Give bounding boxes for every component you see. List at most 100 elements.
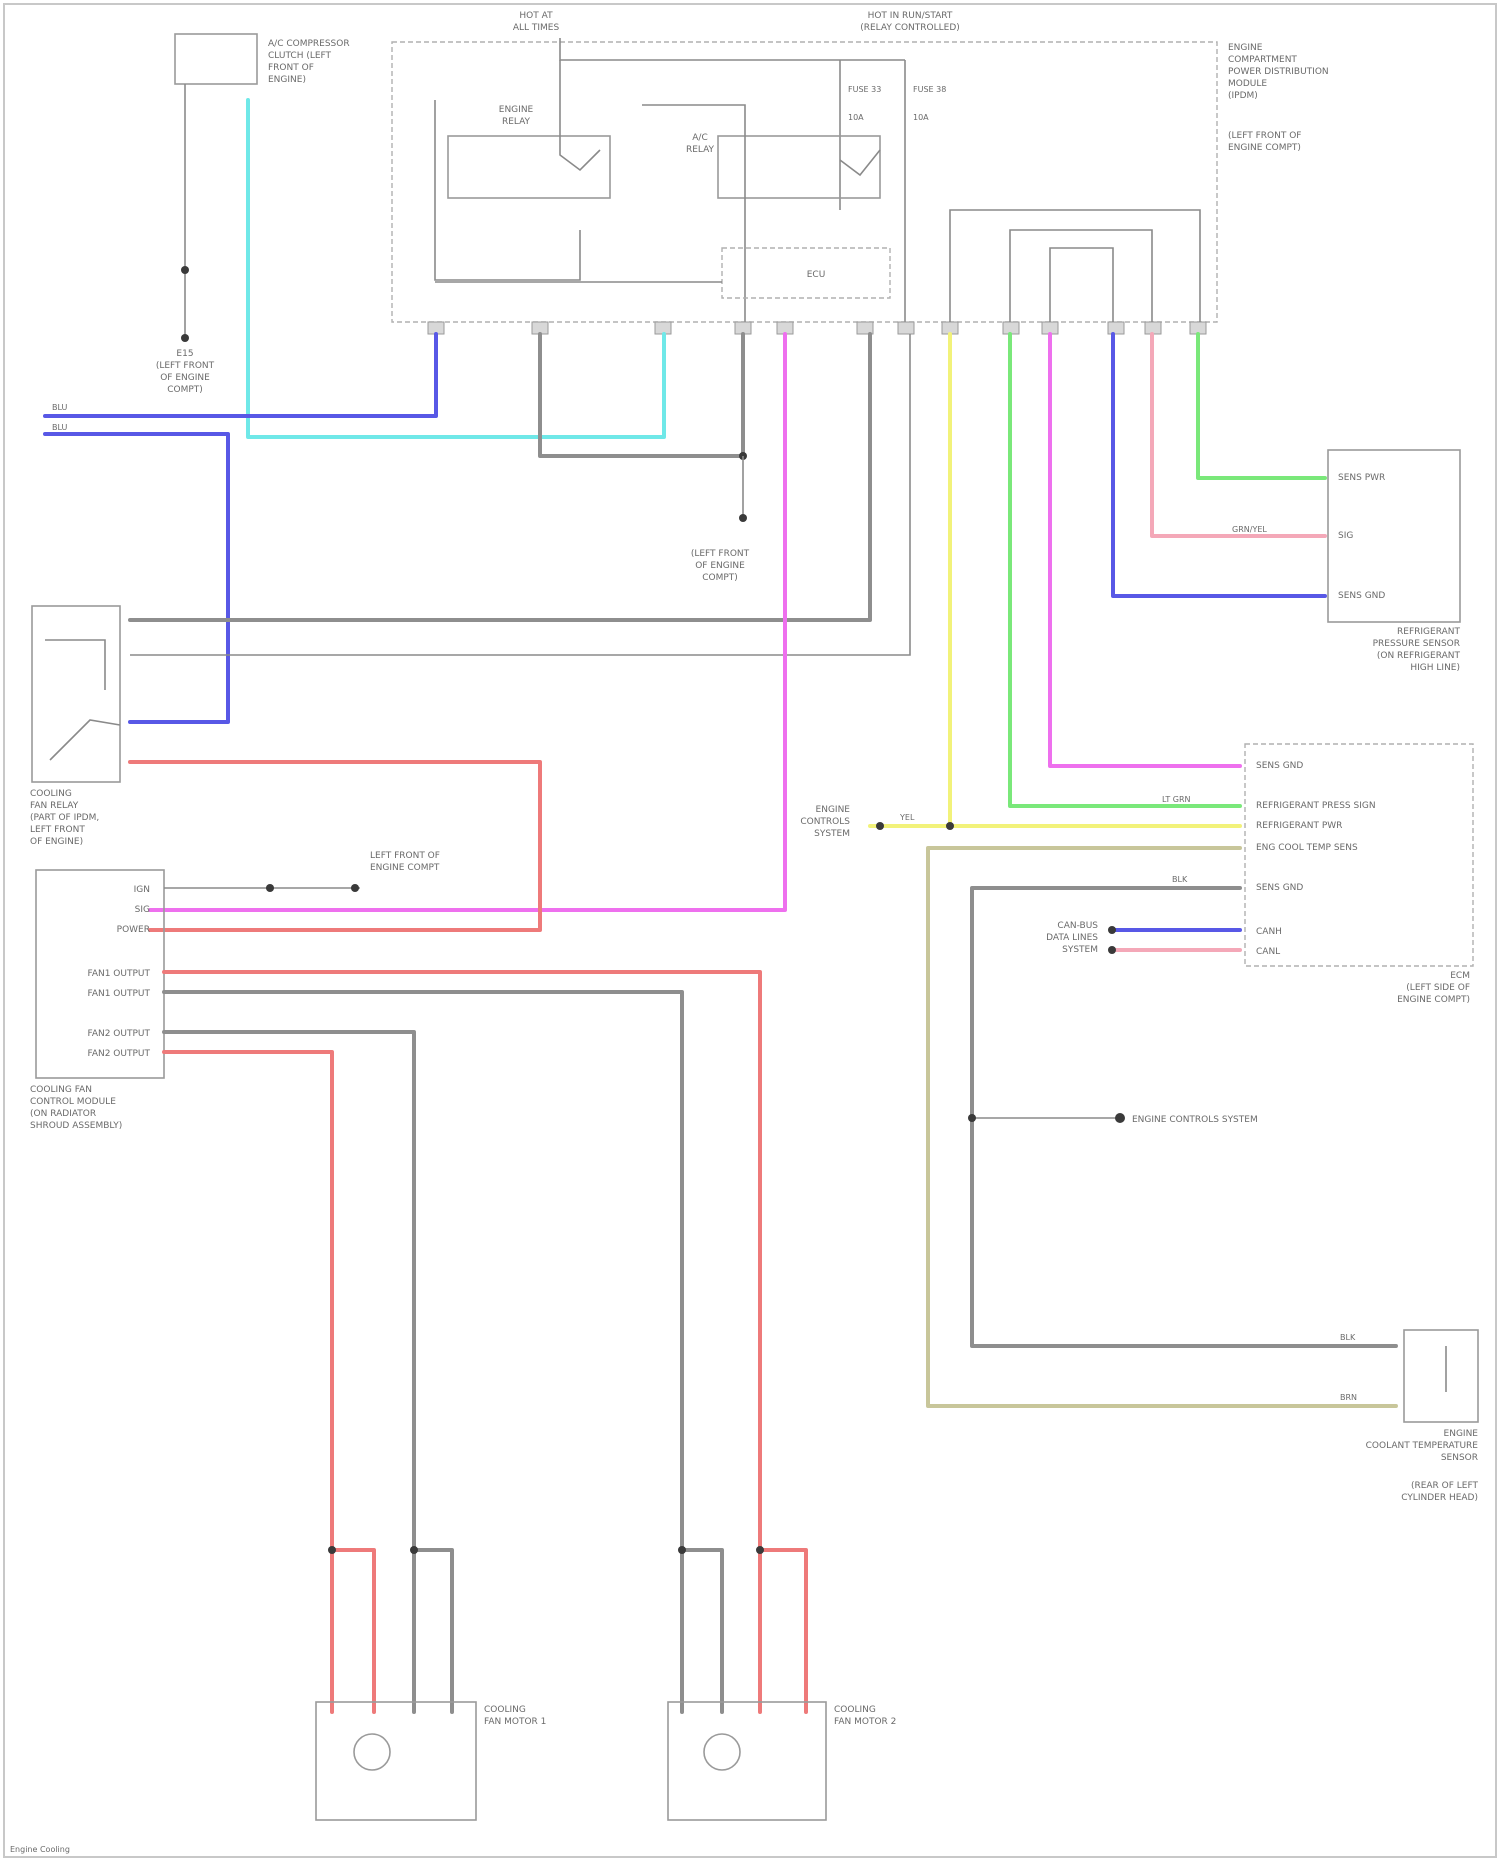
- coolant-label-1: COOLANT TEMPERATURE: [1366, 1441, 1479, 1451]
- motor-1-label-0: COOLING: [484, 1705, 526, 1715]
- motor-2-label-1: FAN MOTOR 2: [834, 1717, 896, 1727]
- engine-controls-label-2: SYSTEM: [814, 829, 850, 839]
- ipdm-label-6: ENGINE COMPT): [1228, 143, 1301, 153]
- ground-2-label-1: (LEFT FRONT: [691, 549, 750, 559]
- ipdm-label-4: (IPDM): [1228, 91, 1258, 101]
- ac-relay-label-0: A/C: [692, 133, 707, 143]
- ground-point: [739, 514, 747, 522]
- compressor-label-1: CLUTCH (LEFT: [268, 51, 332, 61]
- fan2-output-red-wire: [164, 1052, 332, 1550]
- compressor-label-2: FRONT OF: [268, 63, 314, 73]
- ecm-pin-5: CANH: [1256, 927, 1282, 937]
- engine-relay-coil: [435, 100, 580, 280]
- fuse-38-amp: 10A: [913, 113, 929, 122]
- wire-tag-blk-2: BLK: [1340, 1333, 1356, 1342]
- ecm-pin-1: REFRIGERANT PRESS SIGN: [1256, 801, 1376, 811]
- ecm-label-0: ECM: [1450, 971, 1470, 981]
- ipdm-label-1: COMPARTMENT: [1228, 55, 1297, 65]
- ground-1-label-2: OF ENGINE: [160, 373, 210, 383]
- fan-relay-label-4: OF ENGINE): [30, 837, 83, 847]
- fcm-label-0: COOLING FAN: [30, 1085, 92, 1095]
- refrigerant-label-3: HIGH LINE): [1410, 663, 1460, 673]
- ecu-label: ECU: [807, 270, 826, 280]
- fcm-pin-6: FAN2 OUTPUT: [87, 1049, 150, 1059]
- ecm-pin-3: ENG COOL TEMP SENS: [1256, 843, 1358, 853]
- splice-point: [678, 1546, 686, 1554]
- ecm-pin-6: CANL: [1256, 947, 1280, 957]
- coolant-label-0: ENGINE: [1444, 1429, 1479, 1439]
- fan-power-wire: [130, 762, 540, 930]
- wire-tag-brn: BRN: [1340, 1393, 1357, 1402]
- ipdm-label-3: MODULE: [1228, 79, 1267, 89]
- ground-2-label-2: OF ENGINE: [695, 561, 745, 571]
- ecm-pin-4: SENS GND: [1256, 883, 1303, 893]
- splice-point: [328, 1546, 336, 1554]
- fcm-pin-1: SIG: [135, 905, 150, 915]
- ac-relay-box: [718, 136, 880, 198]
- blue-wire-2: [45, 434, 228, 722]
- engine-control-text: ENGINE CONTROLS SYSTEM: [1132, 1115, 1258, 1125]
- wire-tag-blk: BLK: [1172, 875, 1188, 884]
- motor-1-icon: [354, 1734, 390, 1770]
- engine-relay-switch: [560, 60, 600, 170]
- ipdm-internal-loop-1: [950, 210, 1200, 322]
- fan-motor-2-box: [668, 1702, 826, 1820]
- inline-label-0: LEFT FRONT OF: [370, 851, 440, 861]
- splice-point: [410, 1546, 418, 1554]
- hot-in-run-0: HOT IN RUN/START: [868, 11, 953, 21]
- ecm-sens-gnd-wire: [1050, 334, 1240, 766]
- motor2-red-b: [760, 1550, 806, 1712]
- ipdm-pin: [898, 322, 914, 334]
- fan-motor-1-box: [316, 1702, 476, 1820]
- engine-relay-label-1: RELAY: [502, 117, 531, 127]
- hot-at-all-times-1: ALL TIMES: [513, 23, 560, 33]
- ipdm-internal-loop-2: [1010, 230, 1152, 322]
- fcm-pin-0: IGN: [134, 885, 150, 895]
- refrigerant-label-1: PRESSURE SENSOR: [1373, 639, 1460, 649]
- motor1-grey-b: [414, 1550, 452, 1712]
- fcm-pin-5: FAN2 OUTPUT: [87, 1029, 150, 1039]
- refrigerant-pin-1: SIG: [1338, 531, 1353, 541]
- coolant-location-0: (REAR OF LEFT: [1411, 1481, 1479, 1491]
- can-label-0: CAN-BUS: [1057, 921, 1098, 931]
- wire-tag-grnyel: GRN/YEL: [1232, 525, 1267, 534]
- wire-tag-yel: YEL: [899, 813, 915, 822]
- sensor-sig-wire: [1152, 334, 1325, 536]
- fcm-label-1: CONTROL MODULE: [30, 1097, 116, 1107]
- ac-compressor-box: [175, 34, 257, 84]
- ground-point: [181, 266, 189, 274]
- splice-point: [266, 884, 274, 892]
- motor1-red-b: [332, 1550, 374, 1712]
- engine-controls-label-0: ENGINE: [816, 805, 851, 815]
- blue-wire-1: [45, 334, 436, 416]
- ipdm-pin: [1108, 322, 1124, 334]
- hot-in-run-1: (RELAY CONTROLLED): [860, 23, 960, 33]
- ground-1-label-0: E15: [176, 349, 193, 359]
- ac-relay-label-1: RELAY: [686, 145, 715, 155]
- relay-coil-line: [45, 640, 105, 690]
- fuse-38-label: FUSE 38: [913, 85, 946, 94]
- relay-switch-line: [50, 720, 120, 760]
- coolant-location-1: CYLINDER HEAD): [1401, 1493, 1478, 1503]
- footer-text: Engine Cooling: [10, 1845, 70, 1854]
- fan-relay-feed-wire: [130, 334, 870, 620]
- ipdm-pin: [1145, 322, 1161, 334]
- fan-relay-label-3: LEFT FRONT: [30, 825, 85, 835]
- wire-tag-ltgrn: LT GRN: [1162, 795, 1191, 804]
- fan2-output-grey-wire: [164, 1032, 414, 1550]
- fcm-pin-3: FAN1 OUTPUT: [87, 969, 150, 979]
- fan-relay-label-0: COOLING: [30, 789, 72, 799]
- cooling-fan-relay-box: [32, 606, 120, 782]
- sensor-pwr-wire: [1198, 334, 1325, 478]
- ac-relay-switch: [840, 150, 880, 175]
- wire-tag-blu-2: BLU: [52, 423, 68, 432]
- ipdm-label-0: ENGINE: [1228, 43, 1263, 53]
- engine-controls-label-1: CONTROLS: [800, 817, 850, 827]
- ecm-pin-0: SENS GND: [1256, 761, 1303, 771]
- engine-relay-box: [448, 136, 610, 198]
- ground-point: [181, 334, 189, 342]
- refrigerant-pin-2: SENS PWR: [1338, 473, 1385, 483]
- coolant-sensor-box: [1404, 1330, 1478, 1422]
- splice-point: [1108, 946, 1116, 954]
